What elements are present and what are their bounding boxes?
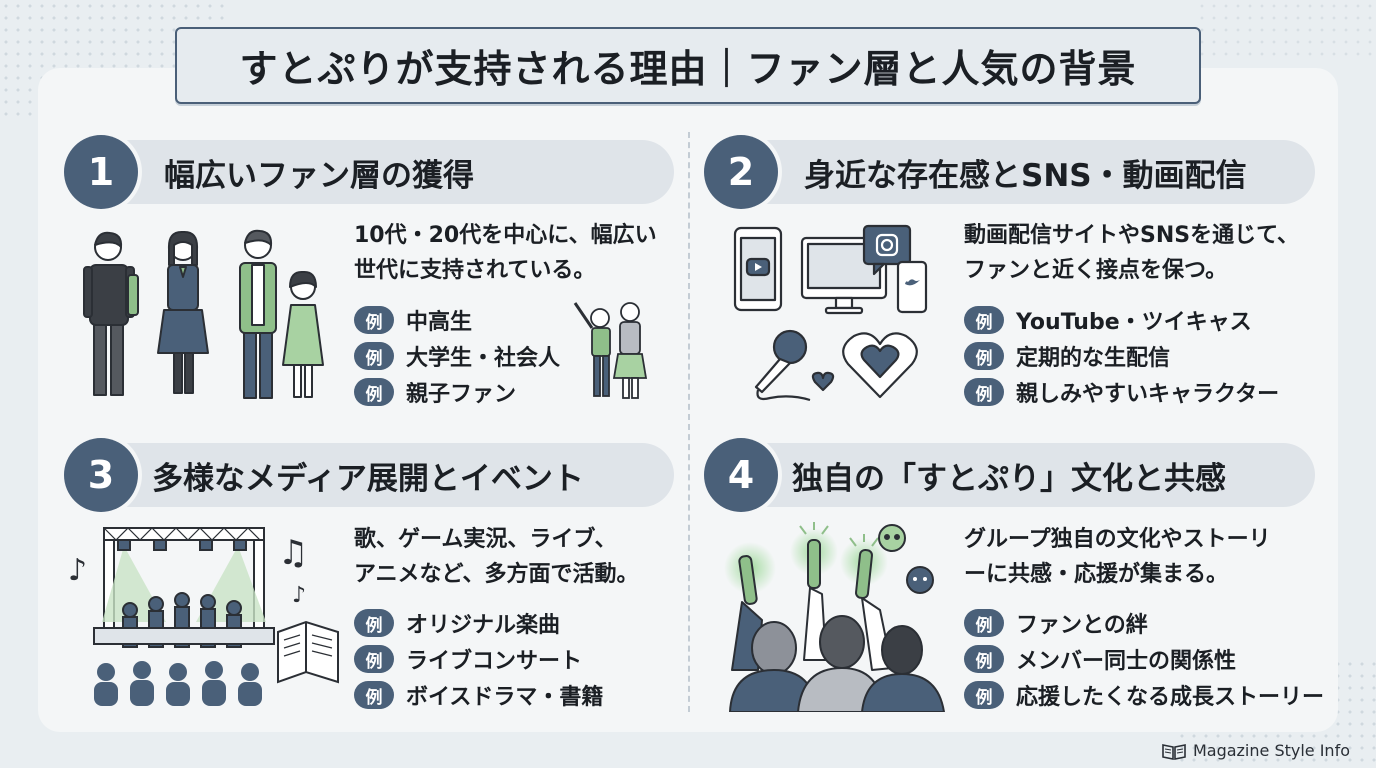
description-line: ファンと近く接点を保つ。 xyxy=(964,258,1228,283)
section-number-badge: 3 xyxy=(64,438,138,512)
section-heading: 独自の「すとぷり」文化と共感 xyxy=(792,461,1226,497)
section-description: 10代・20代を中心に、幅広い 世代に支持されている。 xyxy=(354,218,657,288)
example-text: 定期的な生配信 xyxy=(1016,346,1171,371)
devices-sns-illustration xyxy=(733,224,928,402)
example-text: メンバー同士の関係性 xyxy=(1016,649,1237,674)
section-heading: 多様なメディア展開とイベント xyxy=(152,461,584,497)
section-number-badge: 1 xyxy=(64,135,138,209)
section-description: グループ独自の文化やストーリ ーに共感・応援が集まる。 xyxy=(964,522,1271,592)
example-tag: 例 xyxy=(964,645,1004,673)
example-item: 例ファンとの絆 xyxy=(964,605,1324,641)
example-item: 例ボイスドラマ・書籍 xyxy=(354,677,603,713)
svg-text:♪: ♪ xyxy=(292,583,306,608)
example-item: 例オリジナル楽曲 xyxy=(354,605,603,641)
footer-credit: Magazine Style Info xyxy=(1161,741,1350,760)
example-tag: 例 xyxy=(964,609,1004,637)
example-item: 例定期的な生配信 xyxy=(964,338,1279,374)
description-line: グループ独自の文化やストーリ xyxy=(964,527,1271,552)
svg-text:♫: ♫ xyxy=(278,533,308,573)
example-item: 例 YouTube・ツイキャス xyxy=(964,302,1279,338)
example-text: ライブコンサート xyxy=(406,649,583,674)
description-line: ーに共感・応援が集まる。 xyxy=(964,562,1229,587)
example-text: オリジナル楽曲 xyxy=(406,613,561,638)
example-text: 大学生・社会人 xyxy=(406,346,561,371)
section-header-bar xyxy=(718,140,1315,204)
example-tag: 例 xyxy=(964,306,1004,334)
example-tag: 例 xyxy=(354,645,394,673)
example-tag: 例 xyxy=(354,378,394,406)
description-line: 世代に支持されている。 xyxy=(354,258,596,283)
diverse-fans-illustration xyxy=(83,229,324,399)
section-heading: 幅広いファン層の獲得 xyxy=(164,158,474,194)
example-item: 例メンバー同士の関係性 xyxy=(964,641,1324,677)
page-title: すとぷりが支持される理由｜ファン層と人気の背景 xyxy=(239,47,1137,91)
example-text: 応援したくなる成長ストーリー xyxy=(1016,685,1325,710)
penlight-fans-illustration xyxy=(724,522,945,712)
example-item: 例応援したくなる成長ストーリー xyxy=(964,677,1324,713)
section-description: 歌、ゲーム実況、ライブ、 アニメなど、多方面で活動。 xyxy=(354,522,638,592)
example-tag: 例 xyxy=(354,306,394,334)
example-text: YouTube・ツイキャス xyxy=(1016,310,1252,335)
title-banner: すとぷりが支持される理由｜ファン層と人気の背景 xyxy=(175,27,1201,104)
description-line: アニメなど、多方面で活動。 xyxy=(354,562,639,587)
footer-brand: Magazine Style Info xyxy=(1192,741,1350,760)
svg-text:♪: ♪ xyxy=(68,553,87,588)
example-tag: 例 xyxy=(354,681,394,709)
example-text: ボイスドラマ・書籍 xyxy=(406,685,604,710)
section-header-bar xyxy=(718,443,1315,507)
dot-pattern xyxy=(1196,0,1376,60)
section-heading: 身近な存在感とSNS・動画配信 xyxy=(804,158,1247,194)
example-text: 親しみやすいキャラクター xyxy=(1016,382,1280,407)
example-tag: 例 xyxy=(964,378,1004,406)
section-header-bar xyxy=(78,443,674,507)
example-list: 例中高生 例大学生・社会人 例親子ファン xyxy=(354,302,560,410)
example-text: 親子ファン xyxy=(406,382,517,407)
book-icon xyxy=(1162,743,1186,760)
example-list: 例オリジナル楽曲 例ライブコンサート 例ボイスドラマ・書籍 xyxy=(354,605,603,713)
parent-child-illustration xyxy=(573,302,648,399)
section-header-bar xyxy=(78,140,674,204)
example-tag: 例 xyxy=(964,681,1004,709)
column-divider xyxy=(688,132,690,712)
section-number-badge: 2 xyxy=(704,135,778,209)
example-tag: 例 xyxy=(354,609,394,637)
section-description: 動画配信サイトやSNSを通じて、 ファンと近く接点を保つ。 xyxy=(964,218,1299,288)
example-item: 例ライブコンサート xyxy=(354,641,603,677)
example-text: 中高生 xyxy=(406,310,473,335)
example-tag: 例 xyxy=(354,342,394,370)
description-line: 動画配信サイトやSNSを通じて、 xyxy=(964,223,1300,248)
section-number-badge: 4 xyxy=(704,438,778,512)
example-item: 例中高生 xyxy=(354,302,560,338)
description-line: 10代・20代を中心に、幅広い xyxy=(354,223,657,248)
example-text: ファンとの絆 xyxy=(1016,613,1148,638)
concert-stage-illustration: ♪ ♫ ♪ xyxy=(68,527,339,706)
example-item: 例親子ファン xyxy=(354,374,560,410)
description-line: 歌、ゲーム実況、ライブ、 xyxy=(354,527,617,552)
example-tag: 例 xyxy=(964,342,1004,370)
example-item: 例親しみやすいキャラクター xyxy=(964,374,1279,410)
example-item: 例大学生・社会人 xyxy=(354,338,560,374)
example-list: 例ファンとの絆 例メンバー同士の関係性 例応援したくなる成長ストーリー xyxy=(964,605,1324,713)
